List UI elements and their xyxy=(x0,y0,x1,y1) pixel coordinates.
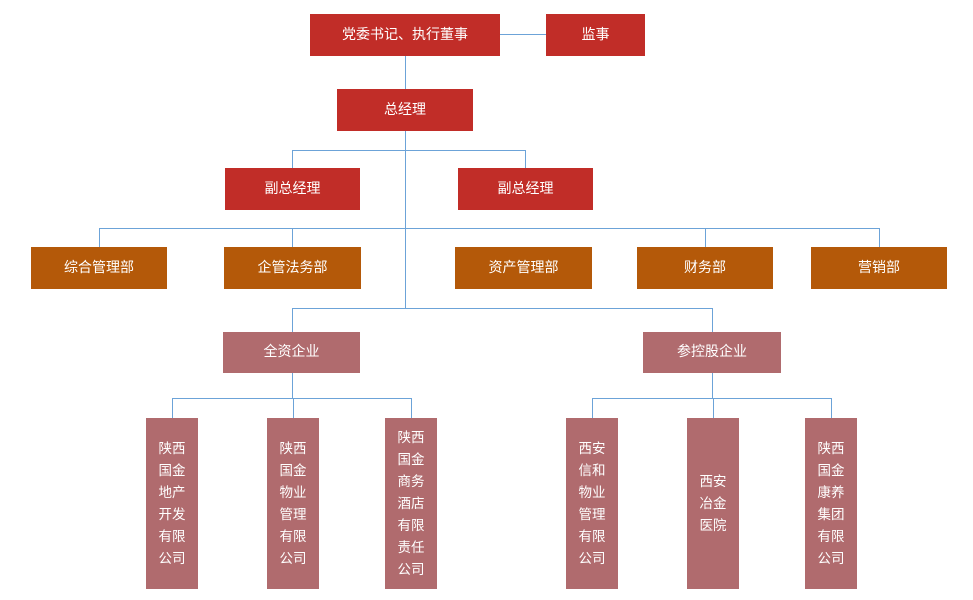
company-yejin-hospital: 西安 冶金 医院 xyxy=(687,418,739,589)
connector-line xyxy=(830,398,832,418)
connector-line xyxy=(404,56,406,89)
group-wholly-owned-enterprises: 全资企业 xyxy=(223,332,360,373)
connector-line xyxy=(592,397,831,399)
connector-line xyxy=(292,307,712,309)
connector-line xyxy=(711,373,713,398)
dept-marketing: 营销部 xyxy=(811,247,947,289)
connector-line xyxy=(878,228,880,247)
connector-line xyxy=(591,398,593,418)
node-deputy-gm-left: 副总经理 xyxy=(225,168,360,210)
connector-line xyxy=(712,398,714,418)
connector-line xyxy=(711,308,713,332)
connector-line xyxy=(291,373,293,398)
connector-line xyxy=(404,131,406,308)
dept-enterprise-legal: 企管法务部 xyxy=(224,247,361,289)
dept-asset-management: 资产管理部 xyxy=(455,247,592,289)
company-guojin-property-management: 陕西 国金 物业 管理 有限 公司 xyxy=(267,418,319,589)
connector-line xyxy=(99,227,880,229)
connector-line xyxy=(292,398,294,418)
connector-line xyxy=(291,150,293,168)
connector-line xyxy=(410,398,412,418)
connector-line xyxy=(291,308,293,332)
connector-line xyxy=(171,398,173,418)
dept-general-management: 综合管理部 xyxy=(31,247,167,289)
company-guojin-wellness-group: 陕西 国金 康养 集团 有限 公司 xyxy=(805,418,857,589)
company-guojin-business-hotel: 陕西 国金 商务 酒店 有限 责任 公司 xyxy=(385,418,437,589)
connector-line xyxy=(291,228,293,247)
node-general-manager: 总经理 xyxy=(337,89,473,131)
node-supervisor: 监事 xyxy=(546,14,645,56)
node-deputy-gm-right: 副总经理 xyxy=(458,168,593,210)
connector-line xyxy=(524,150,526,168)
connector-line xyxy=(500,33,546,35)
group-holding-enterprises: 参控股企业 xyxy=(643,332,781,373)
connector-line xyxy=(172,397,411,399)
connector-line xyxy=(704,228,706,247)
company-guojin-real-estate: 陕西 国金 地产 开发 有限 公司 xyxy=(146,418,198,589)
connector-line xyxy=(292,149,525,151)
dept-finance: 财务部 xyxy=(637,247,773,289)
connector-line xyxy=(98,228,100,247)
node-party-secretary-executive-director: 党委书记、执行董事 xyxy=(310,14,500,56)
company-xinhe-property-management: 西安 信和 物业 管理 有限 公司 xyxy=(566,418,618,589)
